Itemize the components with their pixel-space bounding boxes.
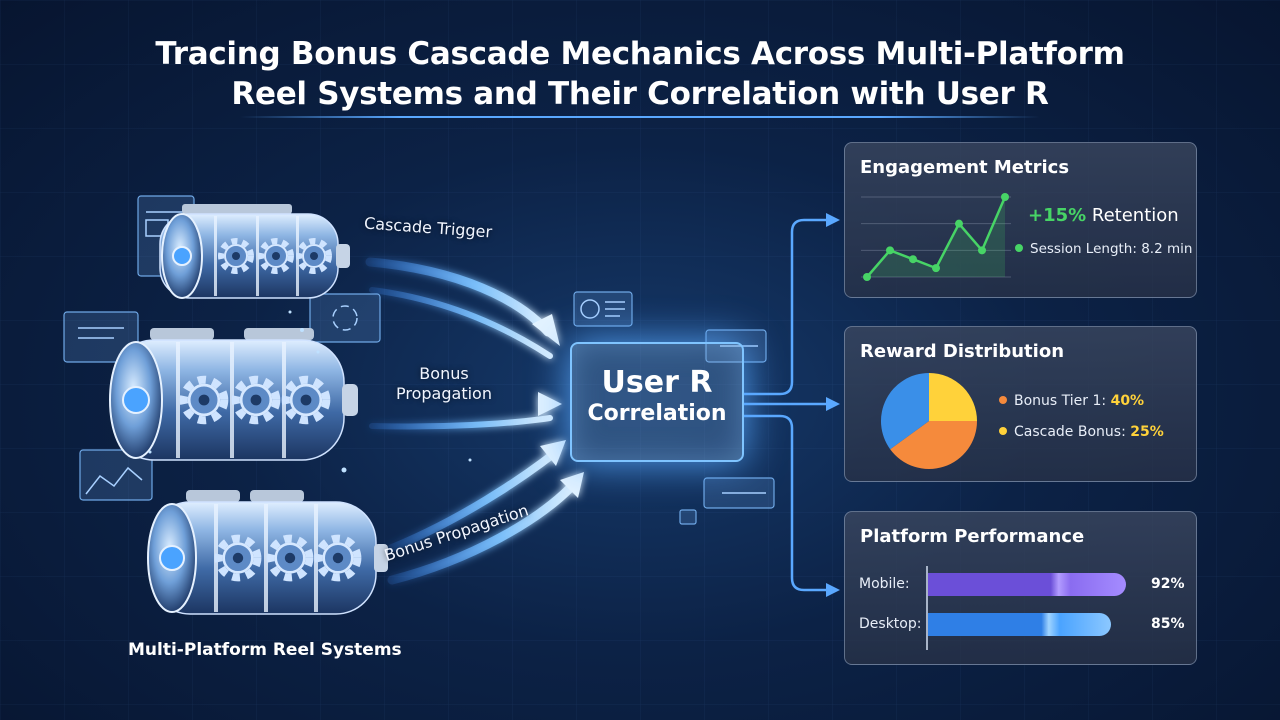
bonus-propagation-label: Bonus Propagation: [384, 364, 504, 404]
retention-kpi: +15% Retention: [1028, 205, 1179, 226]
bar-label-mobile: Mobile:: [859, 576, 910, 592]
page-title-line-2: Reel Systems and Their Correlation with …: [231, 76, 1049, 112]
bar-track-desktop: [928, 613, 1143, 636]
arrow-lower-2: [387, 479, 579, 585]
user-r-correlation-node[interactable]: User R Correlation: [570, 342, 744, 462]
legend-item-bonus-tier-1: Bonus Tier 1: 40%: [999, 393, 1144, 409]
title-underline: [240, 116, 1040, 118]
line-point: [863, 273, 871, 281]
reel-machine-top: [159, 204, 350, 299]
reward-pie-chart: [881, 373, 977, 469]
platform-performance-panel: Platform Performance Mobile: 92% Desktop…: [844, 511, 1197, 665]
reel-machine-middle: [109, 328, 358, 461]
flow-arrows: [365, 257, 584, 585]
ui-card-reel-cycle: [309, 293, 381, 343]
pie-slice: [890, 421, 977, 469]
center-node-title: User R: [601, 365, 713, 400]
reward-distribution-panel: Reward Distribution Bonus Tier 1: 40% Ca…: [844, 326, 1197, 482]
legend-value: 40%: [1110, 393, 1145, 409]
ui-card-center-small: [679, 509, 697, 525]
bar-label-desktop: Desktop:: [859, 616, 922, 632]
arrow-cascade-trigger-2: [369, 287, 553, 359]
legend-label: Bonus Tier 1:: [1014, 393, 1107, 409]
line-point: [978, 246, 986, 255]
arrow-head-4: [560, 472, 584, 498]
legend-item-cascade-bonus: Cascade Bonus: 25%: [999, 424, 1164, 440]
arrow-cascade-trigger: [365, 257, 553, 337]
arrow-head-1: [532, 314, 560, 346]
reward-distribution-title: Reward Distribution: [860, 341, 1065, 362]
retention-label: Retention: [1091, 205, 1179, 226]
line-point: [886, 246, 894, 255]
platform-performance-title: Platform Performance: [860, 526, 1085, 547]
center-node-subtitle: Correlation: [587, 401, 727, 426]
page-title-line-1: Tracing Bonus Cascade Mechanics Across M…: [155, 36, 1125, 72]
arrow-head-2: [538, 392, 562, 416]
panel-connectors: [744, 213, 840, 597]
pie-slice: [881, 373, 929, 450]
bar-fill-mobile: [928, 573, 1126, 596]
arrow-head-3: [540, 440, 566, 466]
session-dot-icon: [1015, 244, 1023, 252]
bar-axis: [926, 566, 928, 650]
line-point: [932, 264, 940, 273]
page-title: Tracing Bonus Cascade Mechanics Across M…: [0, 34, 1280, 114]
ui-card-reel-mid: [63, 311, 139, 363]
retention-value: +15%: [1028, 205, 1087, 226]
bar-value-desktop: 85%: [1151, 616, 1185, 632]
engagement-line-chart: [861, 193, 1011, 281]
bar-track-mobile: [928, 573, 1143, 596]
bar-value-mobile: 92%: [1151, 576, 1185, 592]
engagement-metrics-title: Engagement Metrics: [860, 157, 1070, 178]
ui-card-reel-chart: [79, 449, 153, 501]
arrow-bonus-propagation-2: [369, 415, 553, 430]
legend-label: Cascade Bonus:: [1014, 424, 1126, 440]
reel-machine-bottom: [147, 490, 388, 615]
mini-ui-card-details: [78, 211, 766, 495]
session-length-text: Session Length: 8.2 min: [1030, 241, 1193, 257]
sparkles: [148, 310, 472, 473]
line-point: [909, 255, 917, 264]
legend-value: 25%: [1130, 424, 1164, 440]
reel-systems-label: Multi-Platform Reel Systems: [128, 640, 402, 660]
arrow-lower-1: [388, 448, 560, 552]
pie-slice: [929, 373, 977, 421]
bar-fill-desktop: [928, 613, 1111, 636]
legend-dot-orange-icon: [999, 396, 1007, 404]
line-point: [955, 219, 963, 228]
legend-dot-yellow-icon: [999, 427, 1007, 435]
line-area: [867, 197, 1005, 277]
bonus-propagation-label-line-2: Propagation: [396, 384, 492, 403]
bonus-propagation-label-line-1: Bonus: [419, 364, 469, 383]
engagement-metrics-panel: Engagement Metrics +15% Retention Sessio…: [844, 142, 1197, 298]
session-length: Session Length: 8.2 min: [1015, 241, 1192, 257]
line-point: [1001, 193, 1009, 201]
